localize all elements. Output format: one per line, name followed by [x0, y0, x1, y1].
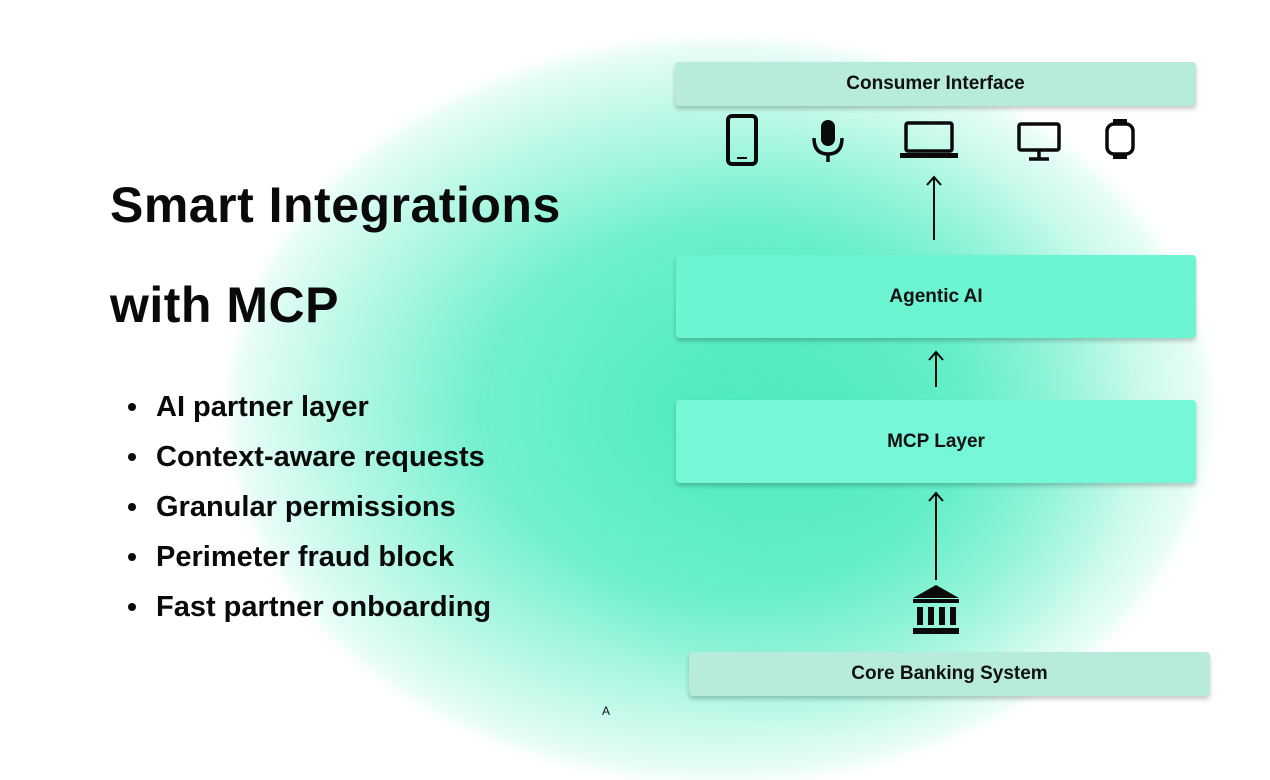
mcp-layer-box: MCP Layer	[676, 400, 1196, 483]
microphone-icon	[812, 120, 844, 162]
mcp-layer-label: MCP Layer	[887, 430, 985, 452]
bullet-item: AI partner layer	[128, 382, 491, 432]
title-line-1: Smart Integrations	[110, 177, 561, 233]
consumer-interface-box: Consumer Interface	[675, 62, 1196, 106]
bullet-dot	[128, 403, 136, 411]
bullet-dot	[128, 503, 136, 511]
bullet-text: AI partner layer	[156, 391, 369, 423]
title-line-2: with MCP	[110, 277, 339, 333]
consumer-interface-label: Consumer Interface	[846, 73, 1025, 94]
bullet-item: Perimeter fraud block	[128, 532, 491, 582]
bullet-text: Perimeter fraud block	[156, 541, 455, 573]
smartphone-icon	[726, 114, 758, 166]
bullet-text: Context-aware requests	[156, 441, 485, 473]
core-banking-label: Core Banking System	[851, 663, 1048, 684]
bullet-text: Granular permissions	[156, 491, 456, 523]
bullet-list: AI partner layer Context-aware requests …	[128, 382, 491, 632]
smartwatch-icon	[1105, 119, 1135, 159]
slide-title: Smart Integrations with MCP	[110, 155, 561, 355]
bullet-text: Fast partner onboarding	[156, 591, 492, 623]
agentic-ai-box: Agentic AI	[676, 255, 1196, 338]
laptop-icon	[900, 121, 958, 158]
bullet-dot	[128, 553, 136, 561]
arrow-to-consumer	[926, 175, 942, 240]
monitor-icon	[1017, 122, 1061, 161]
bullet-item: Granular permissions	[128, 482, 491, 532]
arrow-to-agentic	[928, 350, 944, 387]
bullet-item: Fast partner onboarding	[128, 582, 491, 632]
agentic-ai-label: Agentic AI	[889, 285, 983, 307]
marker-label: A	[602, 704, 611, 718]
bullet-dot	[128, 603, 136, 611]
bullet-item: Context-aware requests	[128, 432, 491, 482]
core-banking-box: Core Banking System	[689, 652, 1210, 696]
bank-icon	[913, 585, 959, 634]
bullet-dot	[128, 453, 136, 461]
arrow-to-mcp	[928, 491, 944, 580]
